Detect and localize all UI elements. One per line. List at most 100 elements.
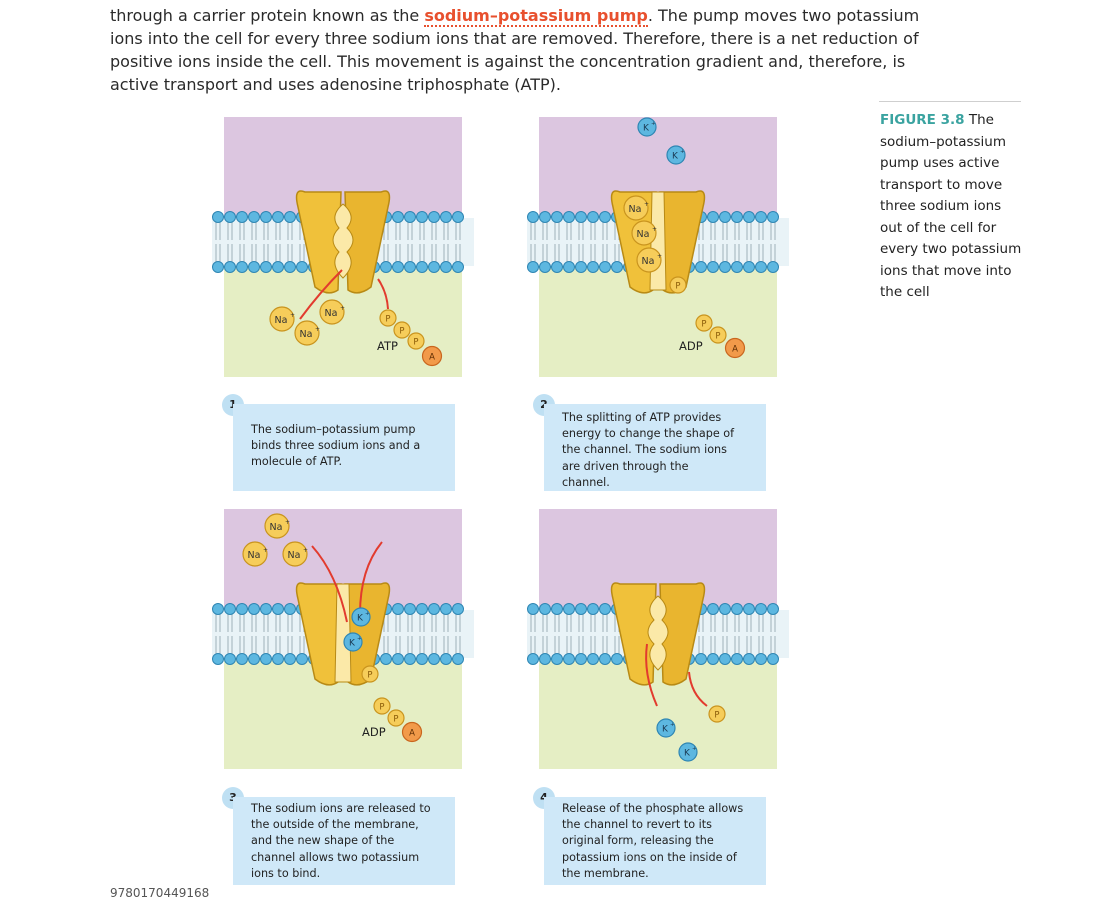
phospholipid-head	[284, 653, 296, 665]
potassium-ion-icon: K+	[637, 117, 657, 137]
phospholipid-head	[695, 653, 707, 665]
phospholipid-head	[599, 261, 611, 273]
molecule-label-adp: ADP	[679, 339, 703, 353]
phospholipid-head	[272, 653, 284, 665]
phospholipid-head	[719, 261, 731, 273]
phospholipid-head	[428, 261, 440, 273]
adenosine-icon: A	[724, 337, 746, 359]
phospholipid-head	[743, 211, 755, 223]
phospholipid-head	[284, 603, 296, 615]
phospholipid-head	[404, 603, 416, 615]
phospholipid-head	[743, 603, 755, 615]
phospholipid-head	[539, 603, 551, 615]
svg-text:A: A	[429, 353, 435, 363]
adenosine-icon: A	[401, 721, 423, 743]
phospholipid-head	[404, 211, 416, 223]
phospholipid-head	[212, 211, 224, 223]
phospholipid-head	[416, 211, 428, 223]
phospholipid-head	[236, 653, 248, 665]
phospholipid-head	[527, 603, 539, 615]
phospholipid-head	[296, 653, 308, 665]
phospholipid-head	[575, 603, 587, 615]
phospholipid-head	[539, 653, 551, 665]
svg-text:+: +	[644, 201, 649, 208]
phosphate-group-icon: P	[708, 705, 726, 723]
sodium-ion-icon: Na+	[269, 306, 295, 332]
intro-line-4: active transport and uses adenosine trip…	[110, 75, 561, 94]
sodium-ion-icon: Na+	[623, 195, 649, 221]
svg-text:P: P	[393, 715, 398, 725]
potassium-ion-icon: K+	[666, 145, 686, 165]
phospholipid-head	[428, 603, 440, 615]
phospholipid-head	[212, 603, 224, 615]
phospholipid-head	[392, 603, 404, 615]
phospholipid-head	[551, 653, 563, 665]
phospholipid-head	[224, 653, 236, 665]
phospholipid-head	[392, 211, 404, 223]
svg-text:Na: Na	[637, 229, 650, 240]
svg-text:P: P	[413, 338, 418, 348]
svg-text:P: P	[714, 711, 719, 721]
isbn-footer: 9780170449168	[110, 886, 210, 900]
potassium-ion-icon: K+	[678, 742, 698, 762]
svg-text:+: +	[652, 226, 657, 233]
phospholipid-head	[248, 211, 260, 223]
potassium-ion-icon: K+	[656, 718, 676, 738]
phospholipid-head	[587, 653, 599, 665]
sodium-ion-icon: Na+	[282, 541, 308, 567]
phospholipid-head	[272, 603, 284, 615]
pump-subunit-left	[295, 190, 342, 294]
phospholipid-head	[707, 261, 719, 273]
atp-binding-arrow	[377, 278, 389, 310]
svg-text:K: K	[662, 725, 669, 735]
glossary-term-link[interactable]: sodium–potassium pump	[424, 6, 648, 27]
phospholipid-head	[767, 211, 779, 223]
svg-text:+: +	[692, 746, 697, 752]
svg-text:K: K	[357, 614, 364, 624]
phospholipid-head	[575, 653, 587, 665]
phospholipid-head	[236, 211, 248, 223]
phospholipid-head	[224, 603, 236, 615]
k-entry-arrow	[359, 541, 383, 615]
pump-subunit-right	[659, 582, 706, 686]
phospholipid-head	[440, 653, 452, 665]
intro-line-1: through a carrier protein known as the s…	[110, 6, 920, 27]
svg-text:+: +	[657, 253, 662, 260]
phospholipid-head	[611, 653, 623, 665]
phospholipid-head	[284, 261, 296, 273]
phospholipid-head	[563, 653, 575, 665]
phospholipid-head	[731, 211, 743, 223]
phospholipid-head	[440, 603, 452, 615]
panel-4-diagram: K+K+P	[527, 509, 789, 769]
phospholipid-head	[236, 603, 248, 615]
binding-channel	[332, 203, 354, 279]
svg-text:Na: Na	[300, 329, 313, 340]
phospholipid-head	[719, 603, 731, 615]
phospholipid-head	[452, 603, 464, 615]
svg-text:Na: Na	[629, 204, 642, 215]
sodium-ion-icon: Na+	[264, 513, 290, 539]
phospholipid-head	[404, 653, 416, 665]
phosphate-group-icon: P	[373, 697, 391, 715]
phospholipid-head	[755, 261, 767, 273]
svg-text:K: K	[684, 749, 691, 759]
phospholipid-head	[755, 211, 767, 223]
phospholipid-head	[224, 261, 236, 273]
phospholipid-head	[611, 261, 623, 273]
phospholipid-head	[563, 261, 575, 273]
phospholipid-head	[731, 603, 743, 615]
svg-text:+: +	[365, 611, 370, 617]
phospholipid-head	[452, 653, 464, 665]
phospholipid-head	[731, 261, 743, 273]
phospholipid-head	[563, 603, 575, 615]
phospholipid-head	[236, 261, 248, 273]
svg-text:K: K	[672, 152, 679, 162]
phospholipid-head	[416, 603, 428, 615]
phospholipid-head	[527, 653, 539, 665]
sodium-ion-icon: Na+	[319, 299, 345, 325]
phospholipid-head	[527, 261, 539, 273]
figure-caption: FIGURE 3.8 The sodium–potassium pump use…	[880, 112, 1022, 300]
svg-text:A: A	[732, 345, 738, 355]
